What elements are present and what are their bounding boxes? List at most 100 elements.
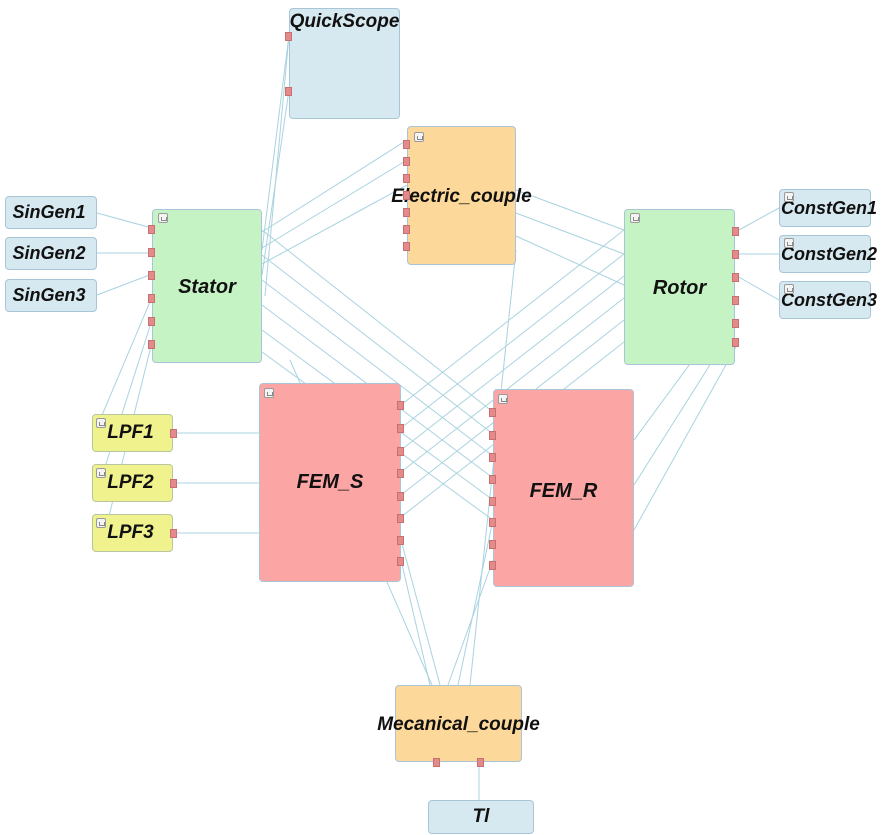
connection-wire xyxy=(633,344,738,531)
lock-icon xyxy=(784,238,794,248)
stator-label: Stator xyxy=(178,275,236,298)
tl-label: Tl xyxy=(472,806,490,827)
fem-s-port-6[interactable] xyxy=(397,514,404,523)
rotor-port-5[interactable] xyxy=(732,319,739,328)
electric-couple-port-3[interactable] xyxy=(403,174,410,183)
rotor-label: Rotor xyxy=(652,276,707,299)
electric-couple-block[interactable]: Electric_couple xyxy=(391,126,532,265)
fem-r-port-8[interactable] xyxy=(489,561,496,570)
singen1-label: SinGen1 xyxy=(12,202,86,222)
rotor-block[interactable]: Rotor xyxy=(624,209,739,365)
connection-wire xyxy=(264,35,290,297)
stator-port-2[interactable] xyxy=(148,248,155,257)
stator-port-1[interactable] xyxy=(148,225,155,234)
singen2-block[interactable]: SinGen2 xyxy=(5,237,97,270)
stator-port-6[interactable] xyxy=(148,340,155,349)
lpf3-label: LPF3 xyxy=(107,522,154,543)
constgen3-label: ConstGen3 xyxy=(781,289,878,310)
lpf1-block[interactable]: LPF1 xyxy=(92,414,177,452)
fem-s-port-3[interactable] xyxy=(397,447,404,456)
lpf3-output-port[interactable] xyxy=(170,529,177,538)
fem-s-port-4[interactable] xyxy=(397,469,404,478)
fem-s-port-1[interactable] xyxy=(397,401,404,410)
fem-r-port-2[interactable] xyxy=(489,431,496,440)
rotor-port-6[interactable] xyxy=(732,338,739,347)
constgen3-block[interactable]: ConstGen3 xyxy=(779,281,877,319)
electric-couple-port-1[interactable] xyxy=(403,140,410,149)
rotor-port-2[interactable] xyxy=(732,250,739,259)
stator-port-3[interactable] xyxy=(148,271,155,280)
fem-r-port-4[interactable] xyxy=(489,475,496,484)
quickscope-input-port-2[interactable] xyxy=(285,87,292,96)
fem-s-port-7[interactable] xyxy=(397,536,404,545)
rotor-port-3[interactable] xyxy=(732,273,739,282)
fem-r-block[interactable]: FEM_R xyxy=(489,389,634,587)
mecanical-couple-port-2[interactable] xyxy=(477,758,484,767)
lpf2-output-port[interactable] xyxy=(170,479,177,488)
lock-icon xyxy=(96,518,106,528)
connection-wire xyxy=(96,273,153,296)
mecanical-couple-block[interactable]: Mecanical_couple xyxy=(377,685,540,767)
connection-wire xyxy=(261,139,408,233)
connection-wire xyxy=(457,519,494,686)
lock-icon xyxy=(264,388,274,398)
tl-block[interactable]: Tl xyxy=(428,800,534,834)
electric-couple-port-2[interactable] xyxy=(403,157,410,166)
connection-wire xyxy=(261,184,408,265)
fem-r-port-6[interactable] xyxy=(489,518,496,527)
lpf2-block[interactable]: LPF2 xyxy=(92,464,177,502)
lpf2-label: LPF2 xyxy=(107,472,154,493)
electric-couple-port-6[interactable] xyxy=(403,225,410,234)
constgen2-label: ConstGen2 xyxy=(781,243,878,264)
lpf1-label: LPF1 xyxy=(107,422,154,443)
connection-wire xyxy=(736,275,780,301)
stator-port-4[interactable] xyxy=(148,294,155,303)
connection-wire xyxy=(400,559,431,686)
lock-icon xyxy=(784,192,794,202)
connection-wire xyxy=(261,254,494,435)
connection-wire xyxy=(261,34,290,251)
constgen2-block[interactable]: ConstGen2 xyxy=(779,235,877,273)
lock-icon xyxy=(414,132,424,142)
lock-icon xyxy=(784,284,794,294)
quickscope-block[interactable]: QuickScope xyxy=(285,8,400,119)
electric-couple-port-4[interactable] xyxy=(403,191,410,200)
singen1-block[interactable]: SinGen1 xyxy=(5,196,97,229)
connection-wire xyxy=(400,229,625,406)
fem-s-port-8[interactable] xyxy=(397,557,404,566)
fem-r-port-5[interactable] xyxy=(489,497,496,506)
singen3-label: SinGen3 xyxy=(12,285,86,305)
singen2-label: SinGen2 xyxy=(12,243,86,263)
electric-couple-port-7[interactable] xyxy=(403,242,410,251)
connection-wire xyxy=(400,539,441,686)
stator-block[interactable]: Stator xyxy=(148,209,262,363)
lock-icon xyxy=(96,418,106,428)
connection-wire xyxy=(515,212,625,255)
fem-s-port-2[interactable] xyxy=(397,424,404,433)
fem-s-port-5[interactable] xyxy=(397,492,404,501)
lpf3-block[interactable]: LPF3 xyxy=(92,514,177,552)
singen3-block[interactable]: SinGen3 xyxy=(5,279,97,312)
connection-wire xyxy=(261,159,408,249)
fem-r-port-1[interactable] xyxy=(489,408,496,417)
connection-wire xyxy=(400,297,625,473)
fem-r-port-3[interactable] xyxy=(489,453,496,462)
quickscope-input-port-1[interactable] xyxy=(285,32,292,41)
connection-wire xyxy=(515,189,625,231)
electric-couple-label: Electric_couple xyxy=(391,185,532,207)
connection-wire xyxy=(400,275,625,451)
stator-port-5[interactable] xyxy=(148,317,155,326)
connection-wire xyxy=(400,253,625,429)
connection-wire xyxy=(261,229,494,413)
mecanical-couple-label: Mecanical_couple xyxy=(377,713,540,735)
lpf1-output-port[interactable] xyxy=(170,429,177,438)
fem-r-port-7[interactable] xyxy=(489,540,496,549)
rotor-port-1[interactable] xyxy=(732,227,739,236)
connection-wire xyxy=(96,212,153,229)
electric-couple-port-5[interactable] xyxy=(403,208,410,217)
mecanical-couple-port-1[interactable] xyxy=(433,758,440,767)
connection-wire xyxy=(736,207,780,232)
fem-s-block[interactable]: FEM_S xyxy=(259,383,404,582)
rotor-port-4[interactable] xyxy=(732,296,739,305)
constgen1-block[interactable]: ConstGen1 xyxy=(779,189,877,227)
